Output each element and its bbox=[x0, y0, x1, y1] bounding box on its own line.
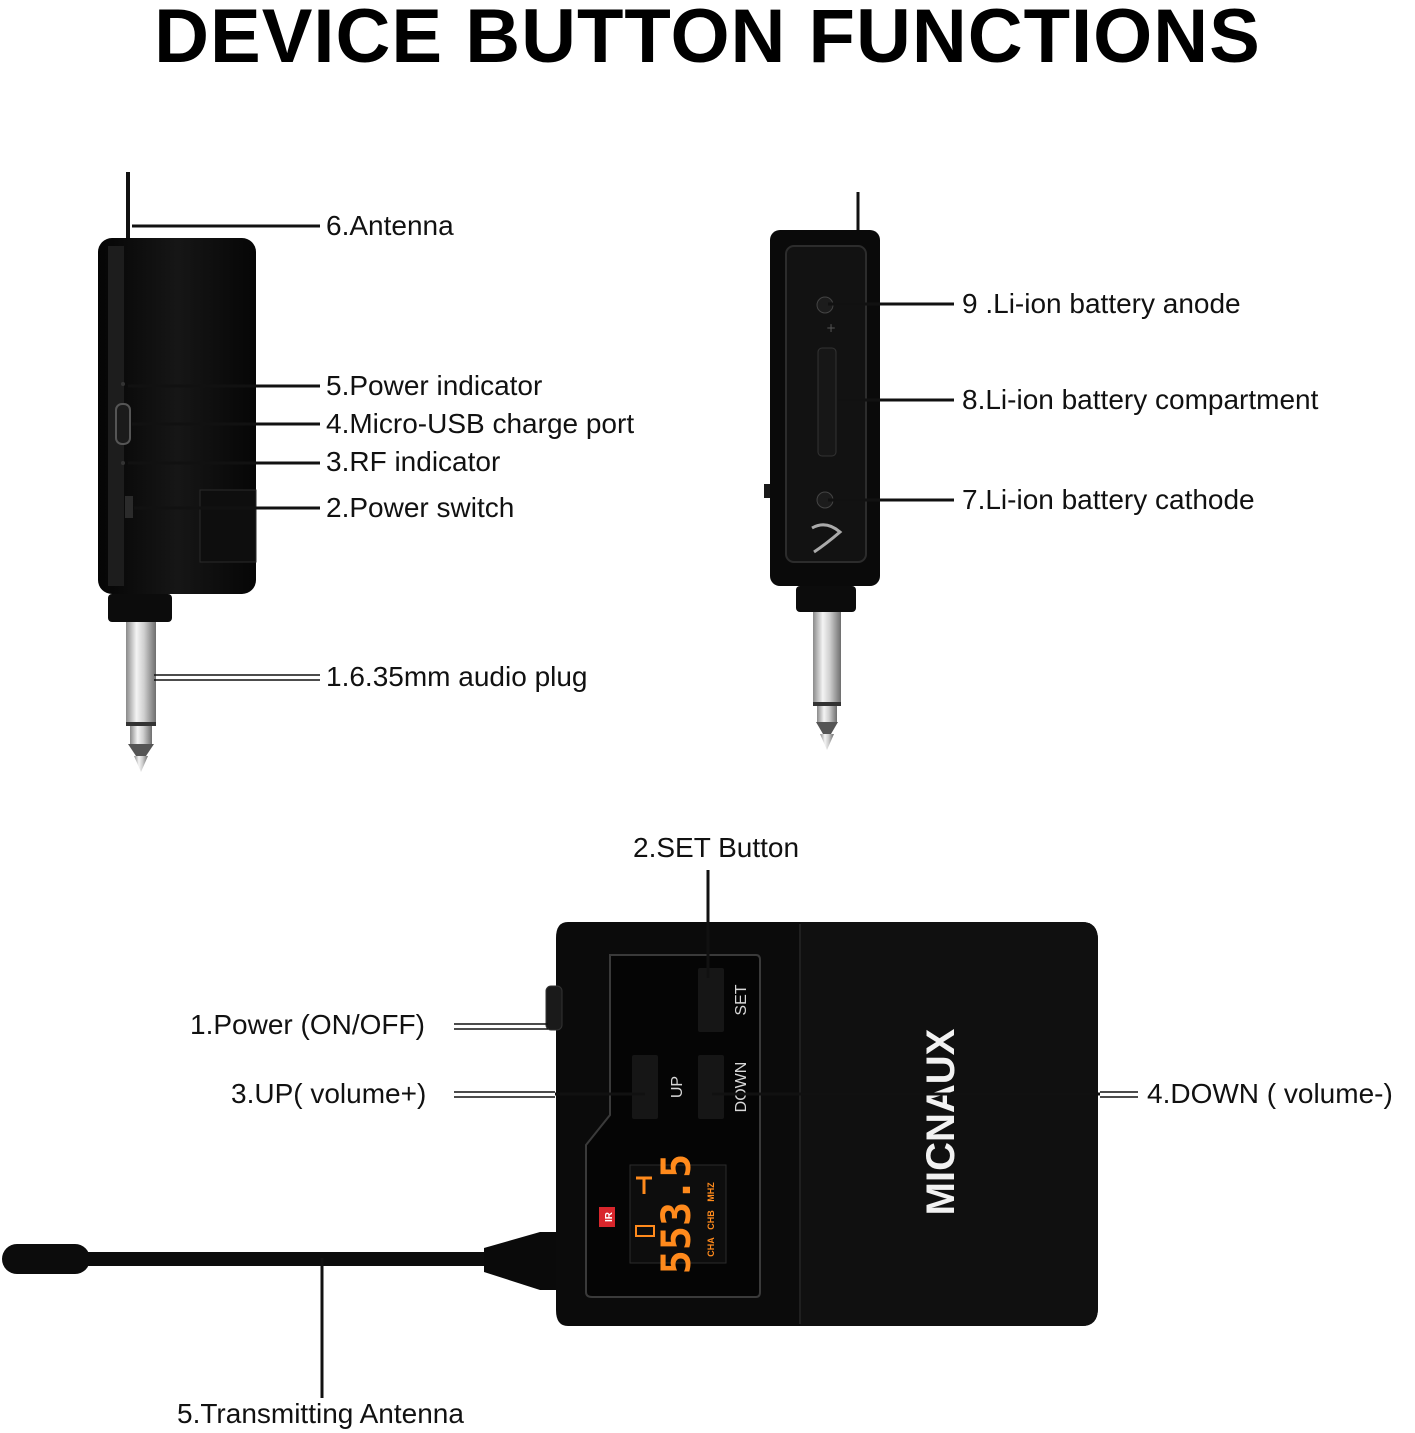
transmitter-leader-lines bbox=[320, 870, 1100, 1398]
battery-plug-collar bbox=[796, 586, 856, 612]
receiver-leader-lines bbox=[128, 224, 320, 510]
transmitter-double-lines bbox=[454, 1023, 1138, 1098]
usb-port-icon bbox=[115, 403, 131, 445]
up-key-label: UP bbox=[669, 1076, 686, 1098]
ir-badge-icon bbox=[599, 1207, 615, 1227]
power-knob bbox=[545, 985, 563, 1031]
signal-icon bbox=[636, 1176, 652, 1194]
label-battery-anode: 9 .Li-ion battery anode bbox=[962, 288, 1241, 319]
lcd-cha: CHA bbox=[706, 1237, 716, 1257]
ir-badge-text: IR bbox=[604, 1211, 615, 1222]
label-battery-cathode: 7.Li-ion battery cathode bbox=[962, 484, 1255, 515]
svg-text:+: + bbox=[826, 321, 836, 335]
down-key-label: DOWN bbox=[733, 1062, 750, 1113]
power-switch-knob bbox=[125, 496, 133, 518]
lcd-chb: CHB bbox=[706, 1210, 716, 1230]
receiver-plug-collar bbox=[108, 594, 172, 622]
brand-logo: MICNAUX bbox=[919, 1028, 963, 1215]
set-key-label: SET bbox=[733, 984, 750, 1015]
label-power-onoff: 1.Power (ON/OFF) bbox=[190, 1009, 425, 1040]
set-key bbox=[698, 968, 724, 1032]
battery-leader-lines bbox=[828, 302, 954, 502]
label-battery-compartment: 8.Li-ion battery compartment bbox=[962, 384, 1319, 415]
power-indicator-led bbox=[121, 382, 125, 386]
label-audio-plug: 1.6.35mm audio plug bbox=[326, 661, 588, 692]
lcd-unit: MHZ bbox=[706, 1182, 716, 1202]
lcd-display bbox=[629, 1164, 727, 1264]
label-antenna: 6.Antenna bbox=[326, 210, 454, 241]
receiver-plug bbox=[126, 622, 156, 724]
label-power-indicator: 5.Power indicator bbox=[326, 370, 543, 401]
receiver-device bbox=[98, 172, 257, 772]
transmitter-device: SET UP DOWN 553.5 MHZ CHA CHB IR MICNAUX bbox=[2, 922, 1098, 1326]
label-up-volume: 3.UP( volume+) bbox=[231, 1078, 427, 1109]
down-key bbox=[698, 1055, 724, 1119]
up-key bbox=[632, 1055, 658, 1119]
lcd-frequency: 553.5 bbox=[654, 1154, 700, 1274]
label-down-volume: 4.DOWN ( volume-) bbox=[1147, 1078, 1393, 1109]
label-rf-indicator: 3.RF indicator bbox=[326, 446, 501, 477]
transmitting-antenna bbox=[2, 1244, 90, 1274]
battery-plug bbox=[813, 612, 841, 704]
battery-device: + bbox=[764, 192, 880, 750]
label-set-button: 2.SET Button bbox=[633, 832, 800, 863]
label-usb-port: 4.Micro-USB charge port bbox=[326, 408, 635, 439]
rf-indicator-led bbox=[121, 461, 125, 465]
page-title: DEVICE BUTTON FUNCTIONS bbox=[154, 0, 1261, 79]
label-power-switch: 2.Power switch bbox=[326, 492, 515, 523]
battery-level-icon bbox=[635, 1225, 655, 1237]
label-transmitting-antenna: 5.Transmitting Antenna bbox=[177, 1398, 464, 1429]
plug-leader-line bbox=[154, 674, 320, 681]
